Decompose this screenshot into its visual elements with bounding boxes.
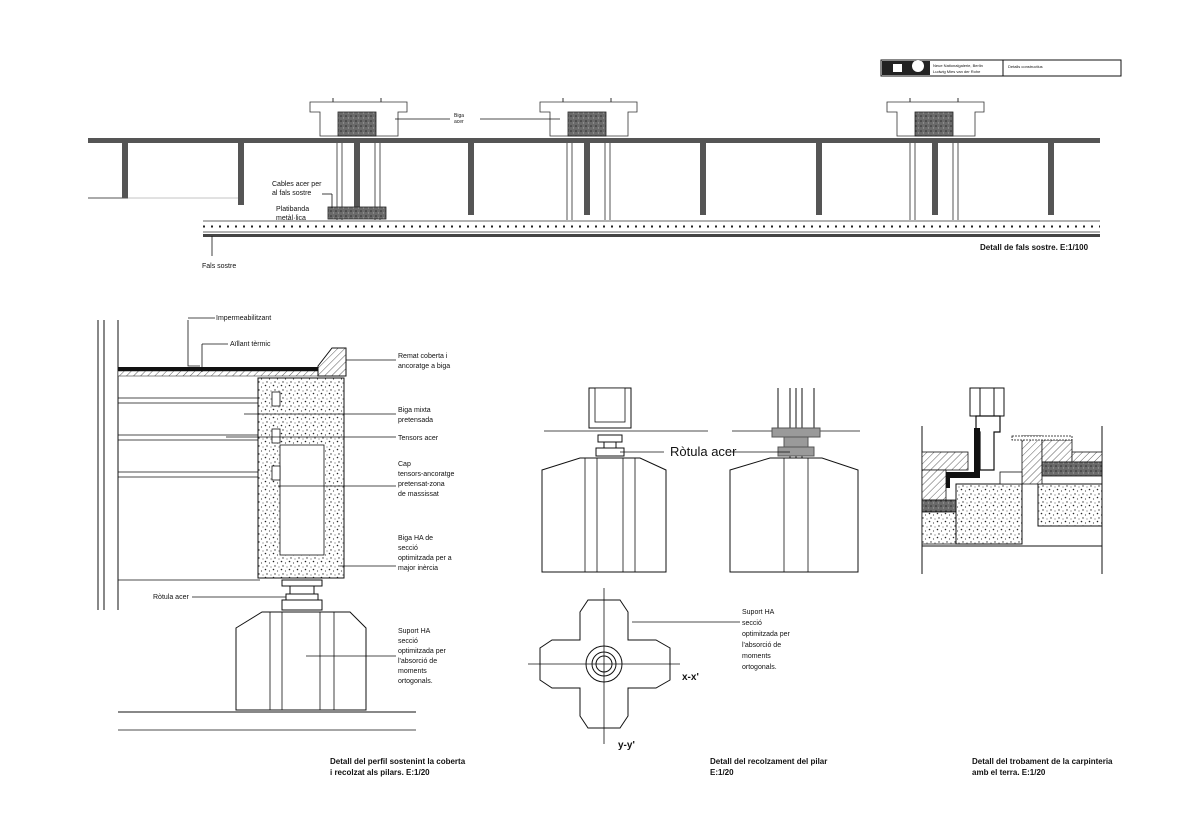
label-ha-beam-3: optimitzada per a [398, 555, 452, 562]
roof-profile-detail: Impermeabilitzant Aïllant tèrmic Remat c… [97, 315, 466, 777]
elevation-caption: Detall de fals sostre. E:1/100 [980, 243, 1089, 252]
pillar-support-label-2: secció [742, 620, 762, 627]
label-insulation: Aïllant tèrmic [230, 341, 271, 348]
board-label: Platibanda [276, 206, 309, 213]
column-head [539, 98, 638, 220]
label-coping: Remat coberta i [398, 353, 448, 360]
label-cap-4: de massissat [398, 491, 439, 498]
joinery-floor-detail: Detall del trobament de la carpinteria a… [921, 387, 1113, 777]
title-block: Neue Nationalgalerie, Berlin Ludwig Mies… [880, 59, 1122, 77]
title-block-sheet: Detalls constructius [1008, 64, 1043, 69]
roof-detail-caption: Detall del perfil sostenint la coberta [330, 757, 466, 766]
label-cap-3: pretensat-zona [398, 481, 445, 488]
insulation-layer [117, 370, 343, 377]
joinery-detail-caption-2: amb el terra. E:1/20 [972, 768, 1046, 777]
label-support: Suport HA [398, 628, 431, 635]
metal-board [327, 206, 387, 220]
false-ceiling [203, 220, 1100, 237]
cables-label-2: al fals sostre [272, 190, 311, 197]
label-support-2: secció [398, 638, 418, 645]
pillar-axis-x: x-x' [682, 672, 699, 683]
pillar-axis-y: y-y' [618, 740, 635, 751]
title-block-author: Ludwig Mies van der Rohe [933, 69, 981, 74]
false-ceiling-label: Fals sostre [202, 263, 236, 270]
label-support-6: ortogonals. [398, 678, 433, 685]
roof-detail-caption-2: i recolzat als pilars. E:1/20 [330, 768, 430, 777]
label-support-3: optimitzada per [398, 648, 447, 655]
concrete-column [235, 611, 367, 711]
pillar-detail-caption: Detall del recolzament del pilar [710, 757, 827, 766]
pillar-support-label-4: l'absorció de [742, 642, 781, 649]
beam-label: Biga [454, 113, 464, 119]
pillar-support-label: Suport HA [742, 609, 775, 616]
label-ha-beam-4: major inèrcia [398, 565, 438, 572]
steel-hinge [281, 579, 323, 611]
beam-label-2: acer [454, 119, 464, 125]
label-waterproofing: Impermeabilitzant [216, 315, 271, 322]
pillar-support-label-6: ortogonals. [742, 664, 777, 671]
roof-coping [317, 347, 347, 377]
waterproofing-layer [118, 367, 342, 371]
label-ha-beam: Biga HA de [398, 535, 433, 542]
label-ha-beam-2: secció [398, 545, 418, 552]
pillar-support-label-5: moments [742, 653, 771, 660]
label-tensors: Tensors acer [398, 435, 439, 442]
roof-beams [122, 143, 1054, 215]
label-mixed-beam-2: pretensada [398, 417, 433, 424]
roof-slab [88, 138, 1100, 143]
pillar-hinge-label: Ròtula acer [670, 444, 737, 459]
joinery-detail-caption: Detall del trobament de la carpinteria [972, 757, 1113, 766]
label-support-5: moments [398, 668, 427, 675]
pillar-detail-caption-2: E:1/20 [710, 768, 734, 777]
label-mixed-beam: Biga mixta [398, 407, 431, 414]
roof-elevation: Biga acer Cables acer per al fals sostre… [88, 98, 1100, 270]
pillar-support-detail: Ròtula acer x-x' y-y' Suport HA secció o… [528, 387, 860, 777]
pillar-plan-section [528, 588, 680, 744]
label-support-4: l'absorció de [398, 658, 437, 665]
label-steel-hinge: Ròtula acer [153, 594, 189, 601]
pillar-support-label-3: optimitzada per [742, 631, 791, 638]
title-block-project: Neue Nationalgalerie, Berlin [933, 63, 983, 68]
label-cap-2: tensors-ancoratge [398, 471, 455, 478]
board-label-2: metàl·lica [276, 215, 306, 222]
label-cap: Cap [398, 461, 411, 468]
column-head [886, 98, 985, 220]
label-coping-2: ancoratge a biga [398, 363, 450, 370]
cables-label: Cables acer per [272, 181, 322, 188]
